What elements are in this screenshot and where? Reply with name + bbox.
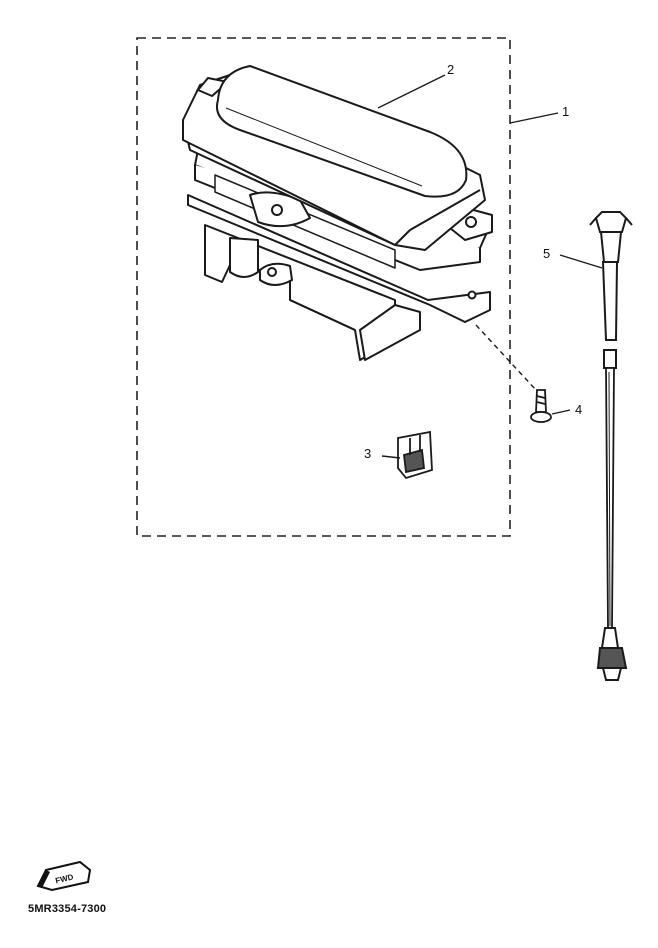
fwd-direction-icon: FWD <box>36 860 92 892</box>
meter-assembly <box>182 65 493 361</box>
callout-1: 1 <box>562 104 569 119</box>
callout-5: 5 <box>543 246 550 261</box>
leader-lines <box>377 74 603 459</box>
callout-3: 3 <box>364 446 371 461</box>
speedometer-cable <box>589 211 633 681</box>
screw <box>530 389 552 423</box>
meter-lens-cover <box>216 65 468 198</box>
bulb-socket <box>397 430 433 480</box>
fwd-logo-text: FWD <box>54 872 74 885</box>
assembly-boundary <box>136 37 511 537</box>
callout-4: 4 <box>575 402 582 417</box>
callout-2: 2 <box>447 62 454 77</box>
part-code: 5MR3354-7300 <box>28 903 107 915</box>
